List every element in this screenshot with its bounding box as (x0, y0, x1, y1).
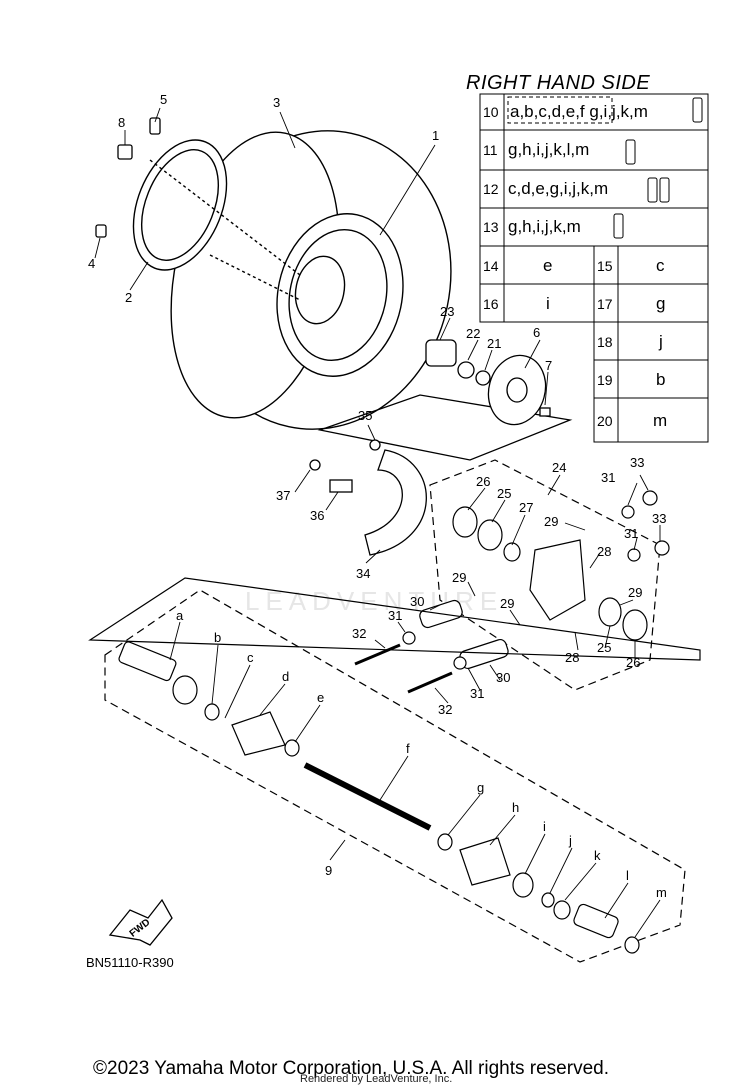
callout-30b: 30 (496, 670, 510, 685)
callout-24: 24 (552, 460, 566, 475)
callout-25a: 25 (497, 486, 511, 501)
glue-tube-icons (613, 97, 703, 239)
row-num: 10 (483, 104, 499, 120)
callout-34: 34 (356, 566, 370, 581)
brake-disc (309, 439, 427, 556)
cell-num: 15 (597, 258, 613, 274)
callout-b: b (214, 630, 221, 645)
callout-1: 1 (432, 128, 439, 143)
callout-28a: 28 (597, 544, 611, 559)
callout-5: 5 (160, 92, 167, 107)
row-parts: a,b,c,d,e,f g,i,j,k,m (510, 102, 648, 121)
callout-31a: 31 (601, 470, 615, 485)
cell-val: g (656, 294, 666, 313)
callout-33b: 33 (652, 511, 666, 526)
callout-2: 2 (125, 290, 132, 305)
callout-32a: 32 (352, 626, 366, 641)
cell-num: 14 (483, 258, 499, 274)
callout-33a: 33 (630, 455, 644, 470)
callout-9: 9 (325, 863, 332, 878)
row-num: 11 (483, 142, 498, 158)
callout-c: c (247, 650, 254, 665)
callout-23: 23 (440, 304, 454, 319)
callout-31b: 31 (624, 526, 638, 541)
cell-num: 19 (597, 372, 613, 388)
row-num: 13 (483, 219, 499, 235)
rhs-table-grid (479, 93, 709, 443)
cell-num: 17 (597, 296, 613, 312)
callout-i: i (543, 819, 546, 834)
callout-e: e (317, 690, 324, 705)
callout-d: d (282, 669, 289, 684)
cell-num: 16 (483, 296, 499, 312)
bead-ring (132, 139, 301, 301)
callout-29a: 29 (544, 514, 558, 529)
hub-assembly (317, 339, 573, 461)
bolts-4-5-8 (95, 117, 161, 238)
cell-val: b (656, 370, 666, 389)
callout-m: m (656, 885, 667, 900)
callout-g: g (477, 780, 484, 795)
callout-21: 21 (487, 336, 501, 351)
callout-26b: 26 (626, 655, 640, 670)
callout-25b: 25 (597, 640, 611, 655)
callout-26a: 26 (476, 474, 490, 489)
cell-num: 18 (597, 334, 613, 350)
callout-29c: 29 (500, 596, 514, 611)
row-parts: c,d,e,g,i,j,k,m (508, 179, 609, 198)
leader-lines (94, 107, 661, 938)
callout-35: 35 (358, 408, 372, 423)
callout-37: 37 (276, 488, 290, 503)
cell-num: 20 (597, 413, 613, 429)
callout-f: f (406, 741, 410, 756)
callout-7: 7 (545, 358, 552, 373)
callout-a: a (176, 608, 184, 623)
table-title: RIGHT HAND SIDE (466, 72, 651, 94)
callout-h: h (512, 800, 519, 815)
callout-28b: 28 (565, 650, 579, 665)
callout-22: 22 (466, 326, 480, 341)
callout-j: j (568, 833, 572, 848)
row-num: 12 (483, 181, 499, 197)
diagram-reference: BN51110-R390 (86, 955, 174, 970)
copyright-footer: ©2023 Yamaha Motor Corporation, U.S.A. A… (93, 1058, 609, 1079)
callout-29d: 29 (628, 585, 642, 600)
cell-val: c (656, 256, 665, 275)
tire (170, 130, 452, 430)
row-parts: g,h,i,j,k,l,m (508, 140, 590, 159)
cell-val: i (546, 294, 550, 313)
watermark: LEADVENTURE (245, 586, 503, 616)
row-parts: g,h,i,j,k,m (508, 217, 581, 236)
cell-val: e (543, 256, 553, 275)
callout-6: 6 (533, 325, 540, 340)
fwd-arrow: FWD (108, 898, 173, 946)
knuckle-assembly (354, 459, 670, 694)
cell-val: m (653, 411, 668, 430)
callout-labels: 1 2 3 4 5 8 6 7 23 22 21 35 37 36 34 24 … (88, 92, 667, 900)
callout-8: 8 (118, 115, 125, 130)
callout-29b: 29 (452, 570, 466, 585)
callout-32b: 32 (438, 702, 452, 717)
callout-36: 36 (310, 508, 324, 523)
callout-3: 3 (273, 95, 280, 110)
drive-shaft (88, 577, 701, 963)
callout-30a: 30 (410, 594, 424, 609)
callout-l: l (626, 868, 629, 883)
cell-val: j (659, 332, 663, 351)
callout-31c: 31 (388, 608, 402, 623)
callout-4: 4 (88, 256, 95, 271)
callout-27: 27 (519, 500, 533, 515)
callout-k: k (594, 848, 601, 863)
callout-31d: 31 (470, 686, 484, 701)
rendered-by: Rendered by LeadVenture, Inc. (300, 1073, 453, 1085)
